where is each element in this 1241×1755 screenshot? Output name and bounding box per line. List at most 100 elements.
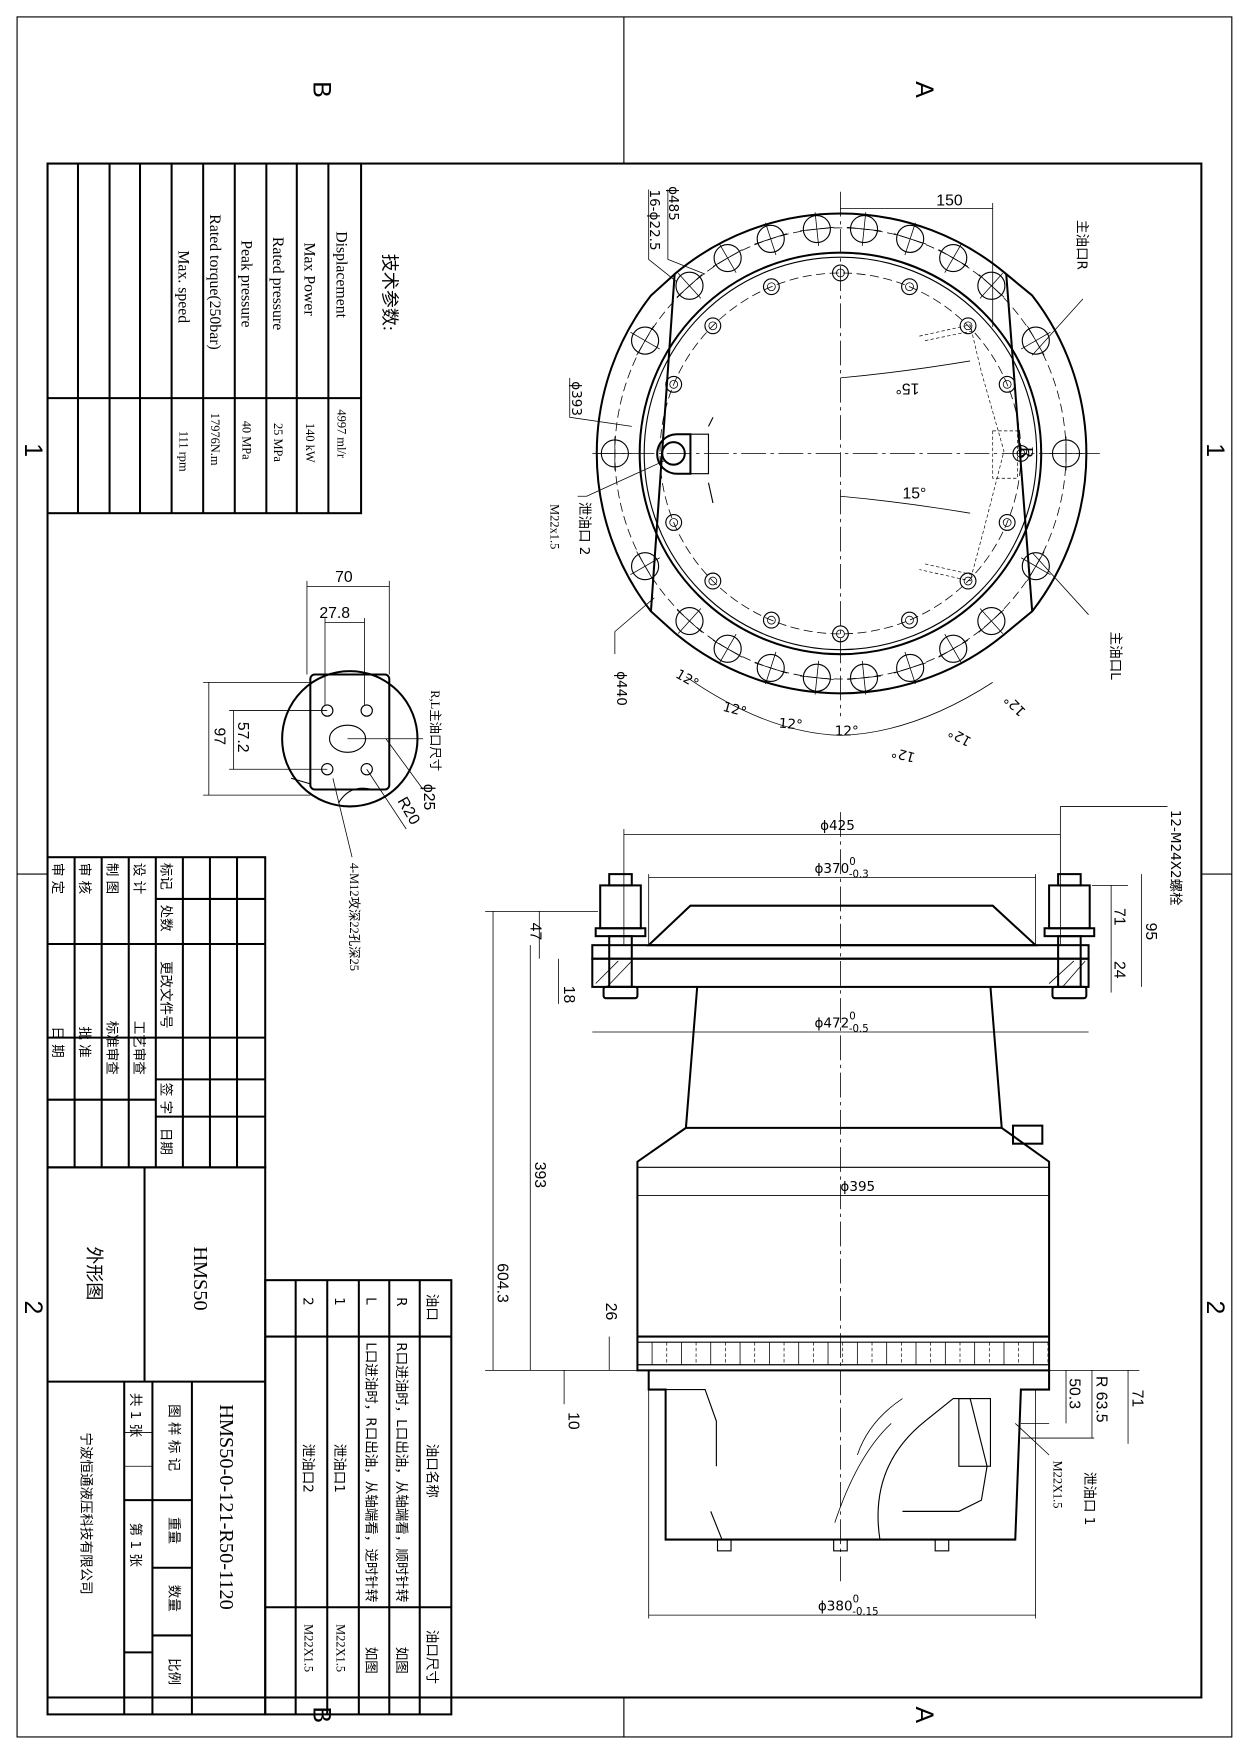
rev-label-standard-review: 标准审查: [103, 1021, 119, 1076]
dim-angle-12-3: 12°: [778, 716, 803, 734]
cover-bolt-hole: [901, 611, 918, 629]
sheet-number: 第 1 张: [127, 1523, 144, 1568]
detail-dim-27-8: 27.8: [319, 605, 350, 622]
dim-h95: 95: [1142, 923, 1159, 941]
flange-bolt-hole: [847, 660, 881, 695]
view-name: 外形图: [84, 1246, 104, 1300]
dim-angle-12-6: 12°: [946, 723, 975, 749]
row-label-left-1: 1: [19, 443, 46, 457]
flange-bolt-hole: [630, 325, 660, 356]
param-value-peak-pressure: 40 MPa: [240, 421, 254, 460]
drawing-number: HMS50-0-121-R50-1120: [215, 1404, 237, 1610]
rev-label-drafting: 制 图: [103, 863, 119, 894]
title-block: 外形图 HMS50 HMS50-0-121-R50-1120 图 样 标 记 重…: [46, 1166, 267, 1716]
dim-d485: ϕ485: [665, 186, 681, 221]
flange-bolt-hole: [893, 222, 927, 256]
param-label-displacement: Displacement: [332, 231, 349, 318]
detail-title: R,L主油口尺寸: [428, 690, 442, 771]
rev-label-mark: 标记: [157, 863, 173, 890]
oil-port-r-size: 如图: [393, 1647, 409, 1674]
param-value-displacement: 4997 ml/r: [334, 409, 348, 458]
rev-label-process-review: 工艺审查: [130, 1021, 146, 1076]
flange-bolt-hole: [675, 271, 704, 300]
drain-port-2-label: 泄油口 2: [576, 502, 592, 555]
detail-view: 70 27.8 97 57.2 R,L主油口尺寸 ϕ25 R20 4-M12攻深…: [203, 569, 442, 971]
oil-port-l-size: 如图: [363, 1647, 379, 1674]
detail-threads: 4-M12攻深22孔深25: [347, 863, 361, 971]
dim-angle-12-2: 12°: [721, 699, 748, 721]
dim-h71: 71: [1111, 908, 1128, 926]
cover-bolt-hole: [704, 317, 722, 335]
flange-bolt-hole: [847, 212, 881, 246]
rev-label-final-approval: 审 定: [49, 863, 65, 894]
oil-port-2-name: 泄油口2: [300, 1444, 316, 1493]
dim-d440: ϕ440: [613, 671, 629, 706]
tech-params-table: 技术参数: Displacement 4997 ml/r Max Power 1…: [46, 162, 400, 515]
cover-bolt-hole: [665, 514, 683, 531]
drain-port-1-label: 泄油口 1: [1081, 1472, 1097, 1525]
oil-port-1-id: 1: [331, 1297, 347, 1306]
dim-d425: ϕ425: [820, 818, 855, 834]
cover-bolt-hole: [998, 375, 1016, 393]
rev-label-date: 日期: [157, 1128, 173, 1155]
flange-bolt-hole: [938, 243, 969, 273]
zone-label-bottom-a: A: [910, 1707, 937, 1724]
row-label-left-2: 2: [19, 1300, 46, 1314]
flange-bolt-hole: [630, 551, 660, 582]
dim-d395: ϕ395: [840, 1179, 875, 1195]
flange-bolt-hole: [1020, 551, 1051, 582]
oil-port-header-port: 油口: [424, 1294, 440, 1321]
drawing-frame: B A B A 1 2 1 2: [16, 16, 1233, 1738]
flange-bolt-hole: [754, 651, 787, 685]
flange-bolt-hole: [754, 222, 787, 256]
param-value-max-power: 140 kW: [303, 423, 317, 463]
dim-d393: ϕ393: [568, 381, 584, 416]
dim-h604-3: 604.3: [494, 1263, 511, 1303]
detail-dim-d25: ϕ25: [420, 784, 437, 811]
flange-bolt-hole: [977, 271, 1006, 300]
rev-label-change-doc: 更改文件号: [157, 961, 173, 1029]
detail-dim-97: 97: [210, 727, 227, 745]
flange-bolt-hole: [675, 606, 704, 636]
cover-bolt-hole: [762, 611, 780, 629]
drain-port-boss: [656, 433, 692, 475]
oil-port-2-id: 2: [300, 1297, 316, 1306]
company-name: 宁波恒通液压科技有限公司: [77, 1432, 94, 1594]
dim-h71b: 71: [1129, 1390, 1146, 1408]
rev-label-date2: 日 期: [49, 1026, 65, 1057]
oil-port-2-size: M22X1.5: [302, 1624, 316, 1672]
dim-angle-12-1: 12°: [673, 666, 702, 692]
drain-port-1-thread: M22X1.5: [1051, 1461, 1065, 1509]
dim-h10: 10: [565, 1412, 582, 1430]
cover-bolt-hole: [959, 572, 977, 590]
rev-label-signature: 签 字: [157, 1083, 174, 1114]
dim-angle-12-4: 12°: [835, 723, 859, 739]
param-label-rated-pressure: Rated pressure: [269, 237, 286, 330]
flange-bolt-hole: [799, 212, 834, 246]
row-label-right-2: 2: [1201, 1300, 1228, 1314]
dim-studs: 12-M24X2螺栓: [1167, 810, 1183, 906]
weight-label: 重量: [165, 1517, 181, 1544]
model-name: HMS50: [189, 1246, 211, 1310]
dim-angle-12-7: 12°: [1001, 691, 1029, 719]
scale-label: 比例: [165, 1658, 181, 1685]
row-label-right-1: 1: [1201, 443, 1228, 457]
port-r-mark: R: [1017, 447, 1037, 459]
dim-h26: 26: [602, 1303, 619, 1321]
cover-bolt-hole: [901, 278, 918, 296]
oil-port-l-id: L: [363, 1297, 379, 1305]
flange-bolt-hole: [893, 651, 927, 685]
oil-port-1-name: 泄油口1: [331, 1444, 347, 1493]
quantity-label: 数量: [165, 1585, 181, 1612]
detail-dim-57-2: 57.2: [234, 722, 251, 753]
main-port-l-label: 主油口L: [1107, 632, 1123, 681]
rev-label-approve: 批 准: [76, 1026, 92, 1057]
flange-bolt-hole: [712, 243, 743, 273]
oil-port-table: 油口 油口名称 油口尺寸 R R口进油时，L口出油，从轴端看，顺时针转 如图 L…: [264, 1279, 453, 1716]
cover-bolt-hole: [665, 375, 683, 393]
dim-angle-15-lower: 15°: [902, 486, 926, 503]
dim-h47: 47: [526, 923, 543, 941]
oil-port-r-name: R口进油时，L口出油，从轴端看，顺时针转: [393, 1342, 409, 1602]
revision-block: 标记 处数 更改文件号 签 字 日期 设 计 制 图 审 核 审 定 工艺审查 …: [46, 856, 267, 1169]
